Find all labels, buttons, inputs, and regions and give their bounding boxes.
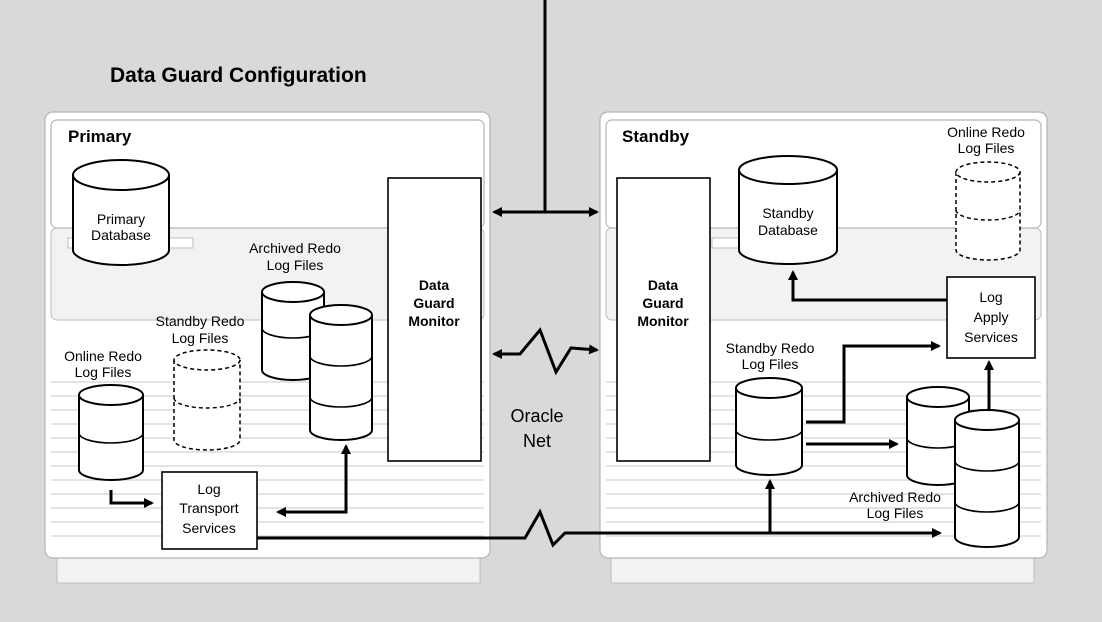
primary-monitor-label-3: Monitor [408, 313, 460, 329]
standby-header: Standby [622, 127, 690, 146]
primary-database-label-1: Primary [97, 211, 145, 227]
primary-online-redo-log-icon [78, 384, 144, 481]
standby-monitor-label-3: Monitor [637, 313, 689, 329]
standby-archived-log-back-icon [906, 386, 970, 486]
primary-archived-log-back-icon [261, 281, 325, 381]
primary-database-icon [72, 159, 170, 266]
oracle-net-link [492, 327, 599, 376]
standby-redo-log-icon [735, 377, 803, 476]
log-apply-label-2: Apply [973, 309, 1008, 325]
standby-database-label-1: Standby [762, 205, 813, 221]
standby-redo-label-1: Standby Redo [726, 340, 815, 356]
primary-monitor-label-2: Guard [413, 295, 454, 311]
redo-transport-line [257, 508, 942, 548]
standby-monitor-label-1: Data [648, 277, 679, 293]
primary-monitor-box [387, 177, 482, 462]
primary-standby-redo-log-icon [173, 349, 241, 451]
primary-panel-base [56, 554, 481, 584]
log-apply-label-3: Services [964, 329, 1018, 345]
log-apply-services-box [946, 276, 1036, 359]
primary-header: Primary [68, 127, 132, 146]
standby-online-redo-label-1: Online Redo [947, 124, 1025, 140]
standby-database-label-2: Database [758, 222, 818, 238]
standby-redo-label-2: Log Files [742, 356, 799, 372]
primary-online-redo-label-1: Online Redo [64, 348, 142, 364]
primary-online-redo-label-2: Log Files [75, 364, 132, 380]
transport-archived-arrow [276, 444, 351, 517]
log-transport-services-box [161, 471, 258, 550]
primary-database-label-2: Database [91, 227, 151, 243]
standby-archived-log-front-icon [954, 409, 1020, 548]
oracle-net-label-2: Net [523, 431, 551, 451]
standby-archived-label-1: Archived Redo [849, 489, 941, 505]
standby-online-redo-log-icon [955, 161, 1021, 261]
oracle-net-label-1: Oracle [510, 406, 563, 426]
primary-archived-label-1: Archived Redo [249, 240, 341, 256]
apply-to-database-arrow [788, 270, 947, 302]
standby-redo-to-apply-arrow [806, 341, 941, 424]
standby-monitor-label-2: Guard [642, 295, 683, 311]
log-apply-label-1: Log [979, 289, 1002, 305]
primary-archived-label-2: Log Files [267, 257, 324, 273]
log-transport-label-1: Log [197, 481, 220, 497]
log-transport-label-3: Services [182, 520, 236, 536]
standby-online-redo-label-2: Log Files [958, 140, 1015, 156]
primary-standby-redo-label-2: Log Files [172, 330, 229, 346]
primary-standby-redo-label-1: Standby Redo [156, 313, 245, 329]
primary-monitor-label-1: Data [419, 277, 450, 293]
standby-panel-base [610, 554, 1035, 584]
log-transport-label-2: Transport [179, 500, 239, 516]
diagram-title: Data Guard Configuration [110, 64, 367, 87]
online-to-transport-arrow [109, 490, 154, 508]
primary-archived-log-front-icon [309, 304, 373, 441]
standby-monitor-box [616, 177, 711, 462]
standby-database-icon [738, 155, 838, 265]
standby-archived-label-2: Log Files [867, 505, 924, 521]
